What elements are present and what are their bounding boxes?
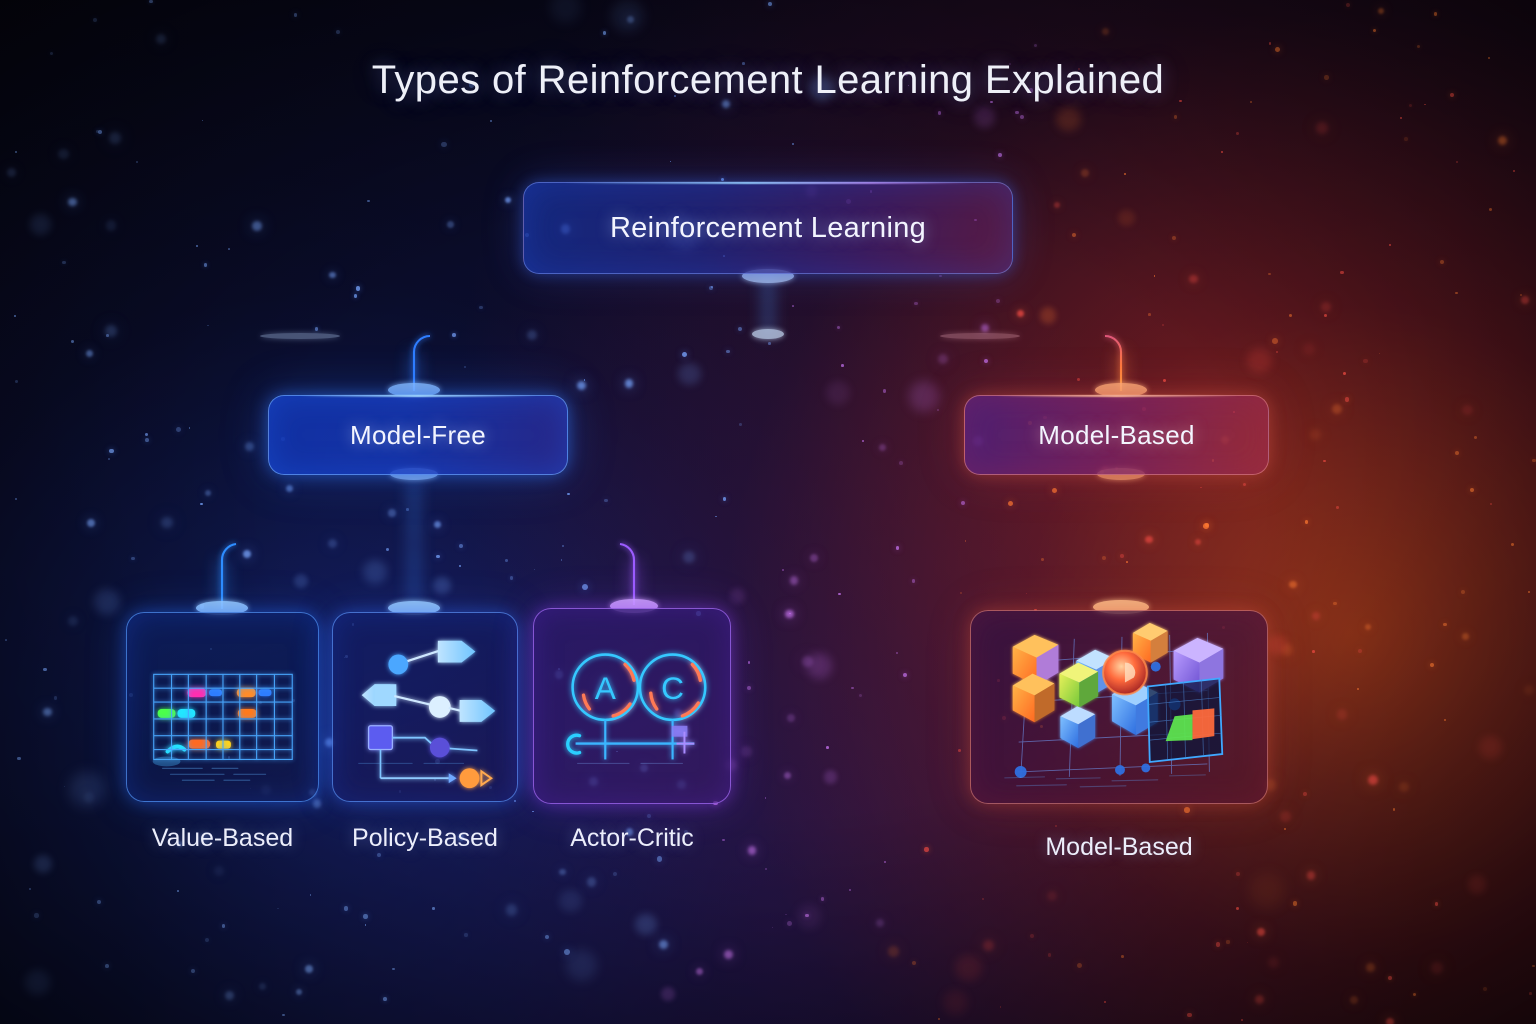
world-model-cubes-icon bbox=[1004, 622, 1224, 788]
card-label-value-based: Value-Based bbox=[151, 824, 294, 852]
node-reinforcement-learning[interactable]: Reinforcement Learning bbox=[523, 182, 1013, 274]
card-label-model-based: Model-Based bbox=[1045, 833, 1193, 861]
card-label-actor-critic: Actor-Critic bbox=[570, 824, 694, 852]
cube-orange-mid-left bbox=[1012, 673, 1055, 723]
node-model-free[interactable]: Model-Free bbox=[268, 395, 568, 475]
critic-glyph: C bbox=[661, 670, 684, 706]
node-model-based[interactable]: Model-Based bbox=[964, 395, 1269, 475]
model-chart-panel bbox=[1146, 677, 1224, 763]
actor-critic-circles-icon: A C bbox=[566, 653, 707, 764]
cube-yellow-green-mid bbox=[1059, 662, 1099, 708]
node-label: Reinforcement Learning bbox=[609, 211, 927, 244]
cube-blue-bottom bbox=[1060, 706, 1096, 749]
node-label: Model-Based bbox=[1038, 419, 1195, 450]
card-policy-based[interactable] bbox=[332, 612, 518, 802]
node-label: Model-Free bbox=[350, 419, 486, 450]
page-title: Types of Reinforcement Learning Explaine… bbox=[371, 58, 1165, 102]
q-table-grid-icon bbox=[152, 673, 293, 781]
actor-glyph: A bbox=[595, 670, 617, 706]
card-value-based[interactable] bbox=[126, 612, 319, 802]
policy-arrows-icon bbox=[358, 640, 496, 789]
card-actor-critic[interactable]: A C bbox=[533, 608, 731, 804]
card-model-based[interactable] bbox=[970, 610, 1268, 804]
world-model-orb bbox=[1103, 650, 1147, 695]
card-label-policy-based: Policy-Based bbox=[352, 824, 498, 852]
